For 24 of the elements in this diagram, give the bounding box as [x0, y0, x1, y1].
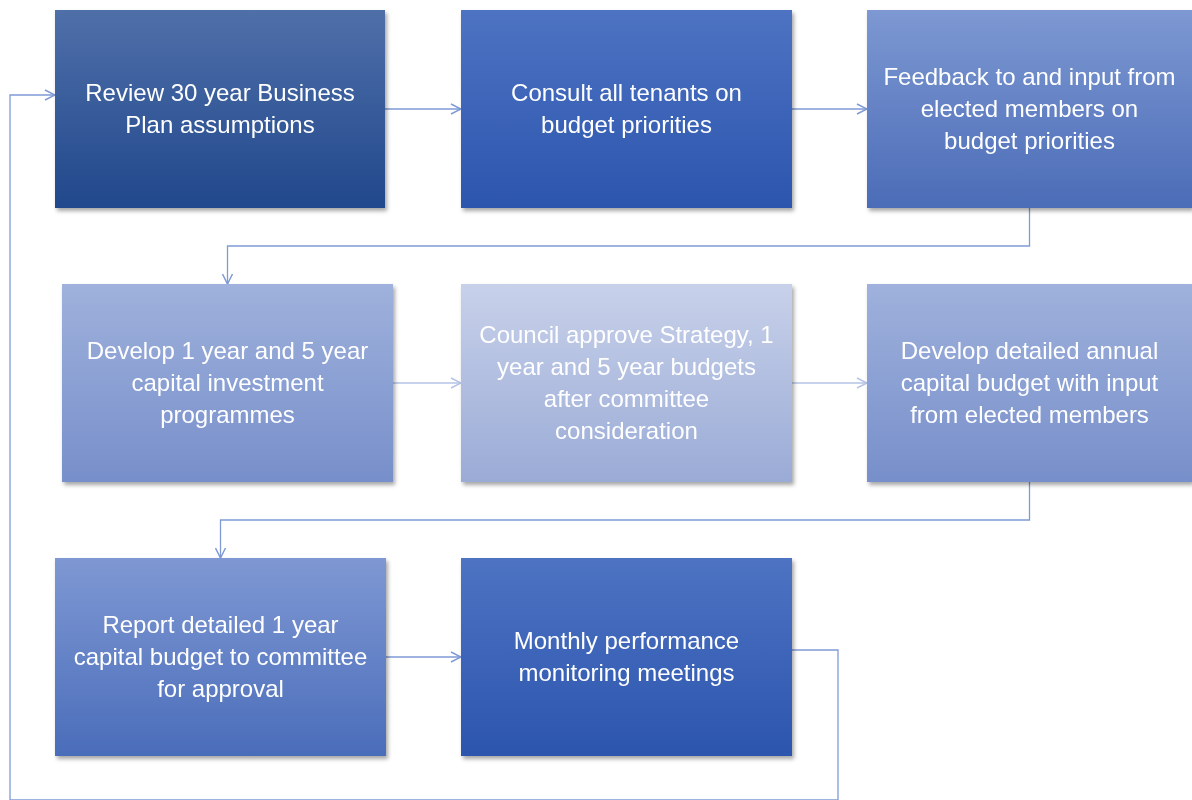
- process-box: [461, 284, 792, 482]
- arrow: [791, 377, 868, 389]
- step-text: Consult all tenants on budget priorities: [510, 78, 743, 140]
- arrow: [392, 377, 462, 389]
- arrow: [384, 103, 462, 115]
- step-text: Report detailed 1 year capital budget to committee for approval: [72, 610, 369, 704]
- process-box: [867, 10, 1192, 208]
- step-text: Review 30 year Business Plan assumptions: [84, 78, 356, 140]
- process-box: [55, 10, 385, 208]
- process-box: [461, 558, 792, 756]
- arrow: [221, 207, 1031, 285]
- process-box: [55, 558, 386, 756]
- step-text: Monthly performance monitoring meetings: [512, 626, 741, 688]
- arrow: [791, 103, 868, 115]
- process-box: [461, 10, 792, 208]
- step-text: Feedback to and input from elected members on budget priorities: [882, 62, 1177, 156]
- arrow: [214, 481, 1031, 559]
- arrow: [9, 89, 839, 800]
- process-box: [62, 284, 393, 482]
- step-text: Develop detailed annual capital budget with input from elected members: [899, 336, 1160, 430]
- arrow: [385, 651, 462, 663]
- step-text: Council approve Strategy, 1 year and 5 year budgets after committee consideration: [478, 320, 775, 446]
- step-text: Develop 1 year and 5 year capital investment programmes: [85, 336, 370, 430]
- process-box: [867, 284, 1192, 482]
